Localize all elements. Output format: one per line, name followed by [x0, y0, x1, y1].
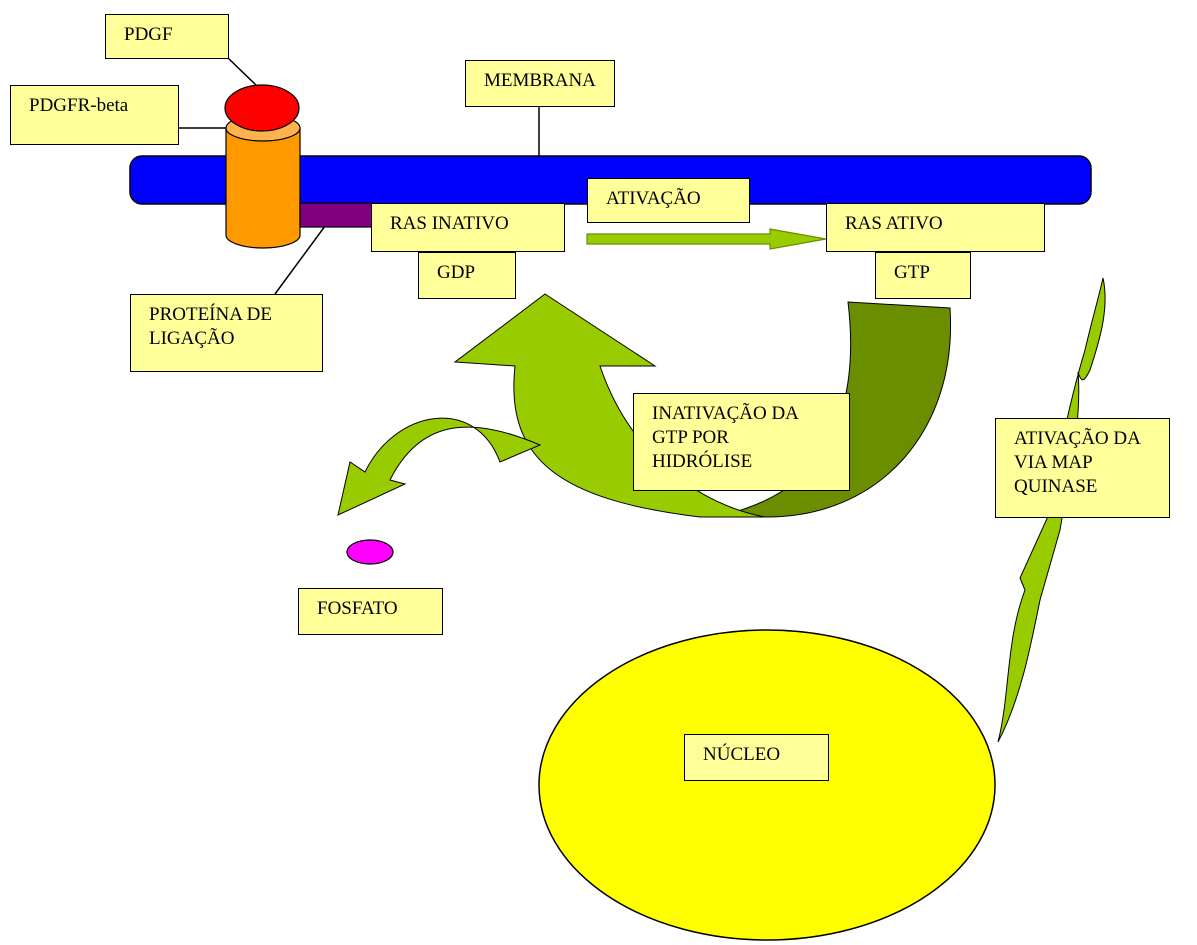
label-nucleo: NÚCLEO — [684, 734, 829, 781]
receptor-cylinder — [225, 127, 301, 249]
phosphate-dot — [346, 539, 394, 565]
label-ativacao: ATIVAÇÃO — [587, 178, 750, 223]
label-gdp: GDP — [418, 252, 516, 299]
label-proteina-de-ligacao: PROTEÍNA DE LIGAÇÃO — [130, 294, 323, 372]
hydrolysis-arrow-light — [453, 293, 766, 518]
label-membrana: MEMBRANA — [465, 60, 615, 107]
activation-arrow — [586, 228, 827, 250]
label-ras-ativo: RAS ATIVO — [826, 203, 1045, 252]
label-pdgfr-beta: PDGFR-beta — [10, 85, 179, 145]
pdgf-ligand — [224, 84, 300, 132]
phosphate-arrow — [337, 417, 542, 516]
nucleus — [538, 629, 996, 941]
binding-protein — [299, 202, 373, 228]
pdgf-connector — [227, 57, 259, 88]
label-inativacao-gtp: INATIVAÇÃO DA GTP POR HIDRÓLISE — [633, 393, 850, 491]
label-pdgf: PDGF — [105, 14, 229, 59]
label-fosfato: FOSFATO — [298, 588, 443, 635]
proteina-connector — [274, 221, 329, 295]
label-gtp: GTP — [875, 252, 971, 299]
label-ras-inativo: RAS INATIVO — [371, 203, 565, 252]
label-ativacao-map: ATIVAÇÃO DA VIA MAP QUINASE — [995, 418, 1170, 518]
